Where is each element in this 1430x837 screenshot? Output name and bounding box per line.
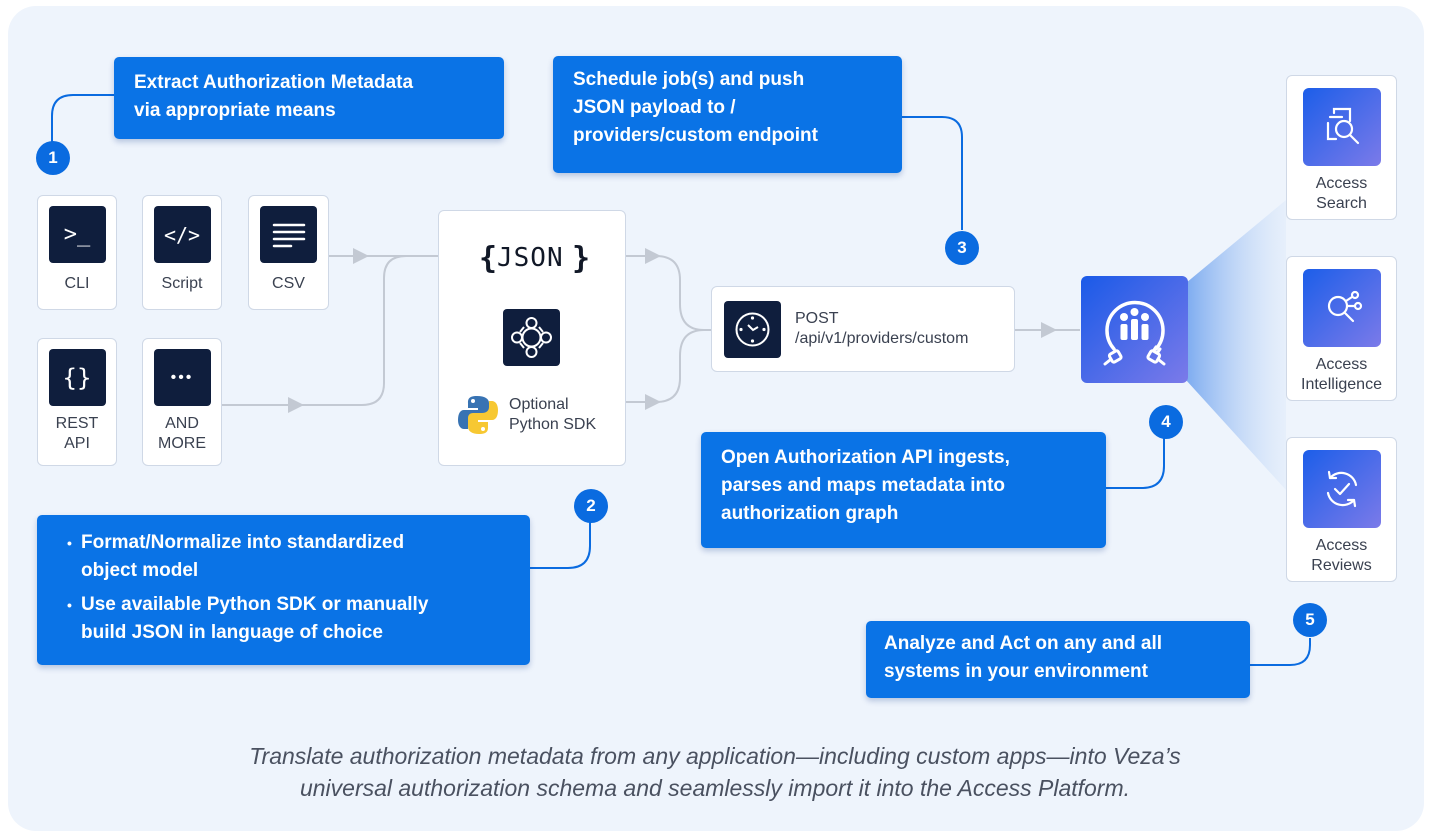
source-label: Script bbox=[161, 275, 203, 292]
source-card-cli: >_ CLI bbox=[37, 195, 117, 310]
step-badge-2: 2 bbox=[574, 489, 608, 523]
python-logo-icon bbox=[456, 393, 500, 437]
json-word: JSON bbox=[497, 243, 564, 273]
callout-format-list: Format/Normalize into standardized objec… bbox=[53, 529, 514, 647]
more-dots-icon: ••• bbox=[153, 349, 211, 406]
caption-line-2: universal authorization schema and seaml… bbox=[299, 775, 1131, 801]
callout-ingest-line: Open Authorization API ingests, bbox=[721, 447, 1010, 468]
source-label: CLI bbox=[64, 275, 90, 292]
post-endpoint-text: POST /api/v1/providers/custom bbox=[795, 309, 968, 349]
document-lines-icon bbox=[260, 206, 317, 263]
callout-schedule: Schedule job(s) and push JSON payload to… bbox=[553, 56, 902, 173]
callout-format-bullet: Use available Python SDK or manually bui… bbox=[67, 591, 514, 647]
source-card-csv: CSV bbox=[248, 195, 329, 310]
step-badge-3: 3 bbox=[945, 231, 979, 265]
post-method: POST bbox=[795, 310, 839, 327]
braces-icon: {} bbox=[48, 349, 106, 406]
json-brace-open: { bbox=[479, 241, 498, 276]
terminal-icon: >_ bbox=[48, 206, 106, 263]
callout-ingest: Open Authorization API ingests, parses a… bbox=[701, 432, 1106, 548]
callout-schedule-line: JSON payload to / bbox=[573, 97, 736, 118]
callout-extract-line: via appropriate means bbox=[134, 100, 336, 121]
source-card-script: </> Script bbox=[142, 195, 222, 310]
callout-analyze-line: systems in your environment bbox=[884, 661, 1148, 682]
callout-extract-line: Extract Authorization Metadata bbox=[134, 72, 414, 93]
step-badge-1: 1 bbox=[36, 141, 70, 175]
schedule-clock-icon bbox=[724, 301, 781, 358]
callout-schedule-line: providers/custom endpoint bbox=[573, 125, 818, 146]
source-label: CSV bbox=[272, 275, 305, 292]
review-cycle-icon bbox=[1303, 450, 1381, 528]
code-icon: </> bbox=[153, 206, 211, 263]
json-brace-close: } bbox=[572, 241, 591, 276]
callout-analyze: Analyze and Act on any and all systems i… bbox=[866, 621, 1250, 698]
callout-analyze-line: Analyze and Act on any and all bbox=[884, 633, 1163, 654]
object-model-icon bbox=[503, 309, 560, 366]
bullet-line: Use available Python SDK or manually bbox=[81, 594, 429, 615]
post-endpoint-card: POST /api/v1/providers/custom bbox=[711, 286, 1015, 372]
intelligence-icon bbox=[1303, 269, 1381, 347]
callout-format: Format/Normalize into standardized objec… bbox=[37, 515, 530, 665]
callout-schedule-line: Schedule job(s) and push bbox=[573, 69, 805, 90]
step-badge-5: 5 bbox=[1293, 603, 1327, 637]
veza-hub-logo-icon bbox=[1081, 276, 1188, 383]
callout-ingest-line: authorization graph bbox=[721, 503, 899, 524]
search-document-icon bbox=[1303, 88, 1381, 166]
step-badge-4: 4 bbox=[1149, 405, 1183, 439]
callout-ingest-line: parses and maps metadata into bbox=[721, 475, 1006, 496]
flow-arrowheads bbox=[288, 248, 1057, 413]
callout-format-bullet: Format/Normalize into standardized objec… bbox=[67, 529, 514, 585]
bullet-line: Format/Normalize into standardized bbox=[81, 532, 405, 553]
callout-extract: Extract Authorization Metadata via appro… bbox=[114, 57, 504, 139]
caption-line-1: Translate authorization metadata from an… bbox=[249, 743, 1181, 769]
callout-connectors bbox=[51, 94, 1311, 666]
platform-beam bbox=[1186, 200, 1286, 490]
bullet-line: build JSON in language of choice bbox=[81, 622, 383, 643]
bullet-line: object model bbox=[81, 560, 199, 581]
post-path: /api/v1/providers/custom bbox=[795, 330, 969, 347]
